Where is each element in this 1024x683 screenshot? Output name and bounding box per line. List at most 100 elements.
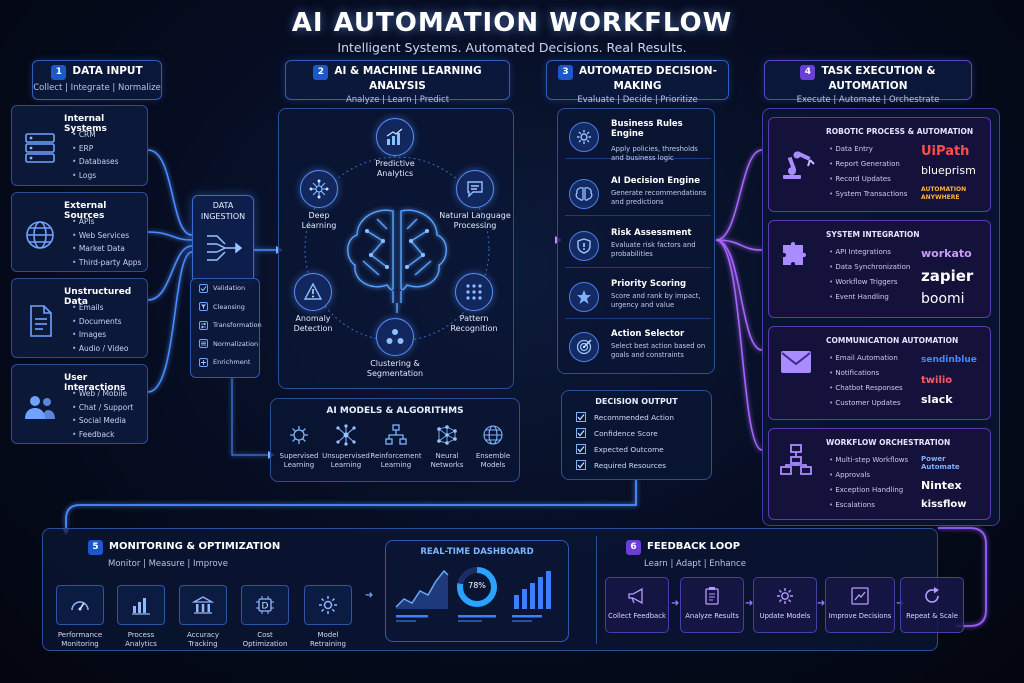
flowchart-icon xyxy=(780,444,812,475)
list-item: Feedback xyxy=(72,428,133,442)
gear-icon xyxy=(777,588,793,604)
list-item: Exception Handling xyxy=(829,483,908,498)
megaphone-icon xyxy=(628,587,643,605)
decision-output-title: DECISION OUTPUT xyxy=(595,397,678,406)
check-icon xyxy=(199,283,208,293)
brand-automation-anywhere: AUTOMATION ANYWHERE xyxy=(921,186,967,201)
source-unstructured-data: Unstructured Data Emails Documents Image… xyxy=(11,278,148,358)
stage-name: TASK EXECUTION & AUTOMATION xyxy=(821,65,936,92)
decision-ai-decision-engine: AI Decision Engine Generate recommendati… xyxy=(565,172,711,216)
list-item: Web Services xyxy=(72,229,141,243)
decision-output-panel: DECISION OUTPUT Recommended Action Confi… xyxy=(561,390,712,480)
decision-risk-assessment: Risk Assessment Evaluate risk factors an… xyxy=(565,224,711,268)
stage-number: 2 xyxy=(313,65,329,80)
list-item: APIs xyxy=(72,215,141,229)
stage-subtitle: Collect | Integrate | Normalize xyxy=(33,83,161,93)
page-subtitle: Intelligent Systems. Automated Decisions… xyxy=(337,40,687,55)
puzzle-icon xyxy=(783,242,806,265)
feedback-update-models: Update Models xyxy=(753,577,817,633)
list-item: API Integrations xyxy=(829,245,910,260)
list-item: System Transactions xyxy=(829,187,907,202)
list-item: Workflow Triggers xyxy=(829,275,910,290)
stage-number: 1 xyxy=(51,65,67,80)
list-item: Web / Mobile xyxy=(72,387,133,401)
brand-kissflow: kissflow xyxy=(921,499,967,510)
server-icon xyxy=(25,133,55,163)
list-item: ERP xyxy=(72,142,119,156)
shield-icon xyxy=(577,238,591,254)
ingestion-title-line1: DATA xyxy=(212,201,234,210)
list-item: Data Synchronization xyxy=(829,260,910,275)
network-icon xyxy=(336,424,356,446)
stage-subtitle: Analyze | Learn | Predict xyxy=(345,95,450,105)
enrich-icon xyxy=(199,357,208,367)
neural-node-icon xyxy=(309,179,329,199)
stage-number: 4 xyxy=(800,65,816,80)
arrow-icon: ➜ xyxy=(671,598,680,609)
stage-subtitle: Evaluate | Decide | Prioritize xyxy=(577,95,698,105)
refresh-icon xyxy=(925,587,939,603)
list-item: Data Entry xyxy=(829,142,907,157)
list-item: Market Data xyxy=(72,242,141,256)
ml-orbit xyxy=(304,156,490,342)
list-item: Audio / Video xyxy=(72,342,129,356)
decision-priority-scoring: Priority Scoring Score and rank by impac… xyxy=(565,275,711,319)
chat-bubble-icon xyxy=(467,181,483,198)
filter-icon xyxy=(199,302,208,312)
robot-arm-icon xyxy=(783,151,815,179)
transform-icon xyxy=(199,320,208,330)
list-item: Emails xyxy=(72,301,128,315)
grid-dots-icon xyxy=(466,284,482,300)
list-item: Escalations xyxy=(829,498,908,513)
gauge-percent: 78% xyxy=(468,581,486,590)
list-item: Social Media xyxy=(72,414,133,428)
models-title: AI MODELS & ALGORITHMS xyxy=(326,406,464,416)
stage-name: AUTOMATED DECISION-MAKING xyxy=(579,65,717,92)
feedback-collect-feedback: Collect Feedback xyxy=(605,577,669,633)
decision-output-item: Expected Outcome xyxy=(562,441,711,457)
task-items: API Integrations Data Synchronization Wo… xyxy=(829,245,910,305)
neural-net-icon xyxy=(437,425,457,445)
brand-workato: workato xyxy=(921,247,972,260)
checkbox-icon xyxy=(576,412,586,422)
stage-name: FEEDBACK LOOP xyxy=(647,541,741,552)
checkbox-icon xyxy=(576,460,586,470)
clipboard-icon xyxy=(705,587,719,605)
brand-twilio: twilio xyxy=(921,375,953,386)
progress-gauge xyxy=(457,567,497,622)
task-workflow-orchestration: WORKFLOW ORCHESTRATION Multi-step Workfl… xyxy=(768,428,991,520)
ingestion-step: Enrichment xyxy=(191,353,259,372)
checkbox-icon xyxy=(576,428,586,438)
task-items: Data Entry Report Generation Record Upda… xyxy=(829,142,907,202)
stage-number: 5 xyxy=(88,540,103,555)
list-item: Record Updates xyxy=(829,172,907,187)
envelope-icon xyxy=(781,351,811,373)
source-external-sources: External Sources APIs Web Services Marke… xyxy=(11,192,148,272)
ingestion-steps: Validation Cleansing Transformation Norm… xyxy=(190,278,262,378)
stage-number: 6 xyxy=(626,540,641,555)
chip-dollar-icon: D xyxy=(256,596,274,614)
brand-nintex: Nintex xyxy=(921,479,962,492)
ingestion-title-line2: INGESTION xyxy=(200,212,246,221)
source-items: CRM ERP Databases Logs xyxy=(72,128,119,182)
brand-boomi: boomi xyxy=(921,291,965,307)
star-icon xyxy=(577,290,591,304)
list-item: Databases xyxy=(72,155,119,169)
list-item: Documents xyxy=(72,315,128,329)
list-item: Notifications xyxy=(829,366,903,381)
list-item: Logs xyxy=(72,169,119,183)
